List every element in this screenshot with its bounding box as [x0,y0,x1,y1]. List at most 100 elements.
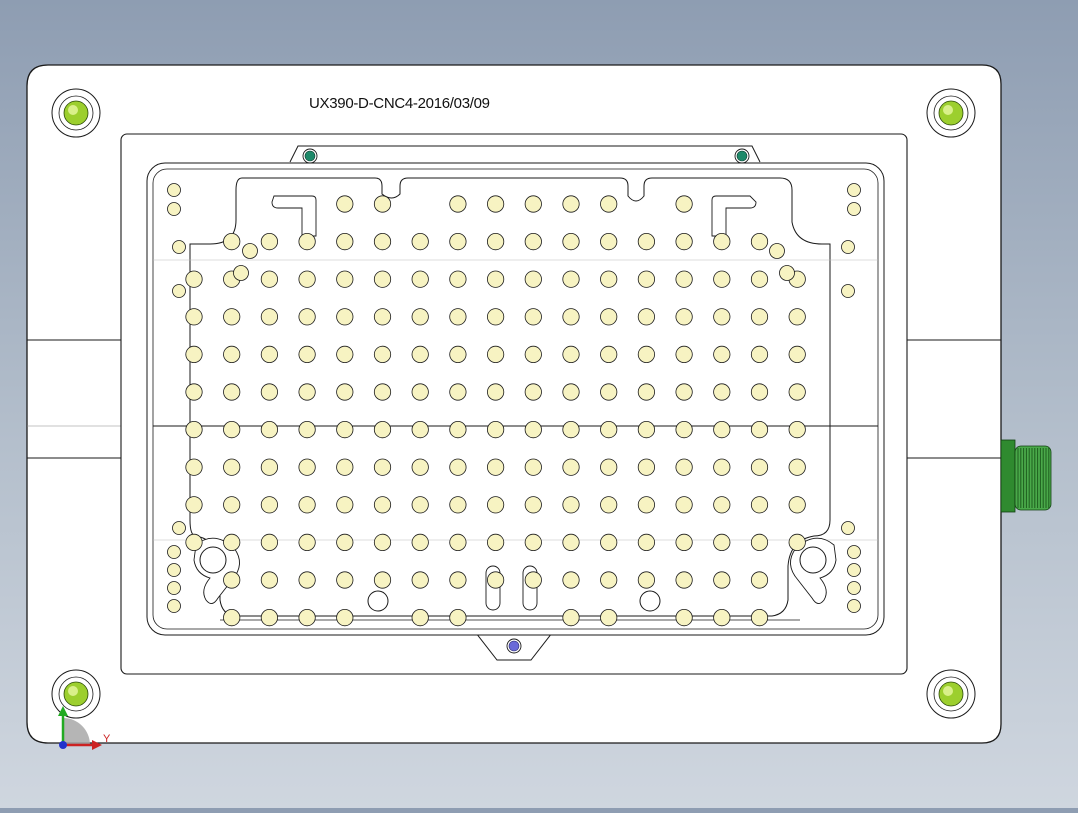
grid-hole [841,284,855,298]
grid-hole [167,581,181,595]
dowel-pin-icon[interactable] [734,148,750,164]
grid-hole [449,345,467,363]
grid-hole [449,308,467,326]
corner-screw-icon[interactable] [51,88,101,138]
grid-hole [185,383,203,401]
grid-hole [298,571,316,589]
open-ring-left [367,590,389,612]
grid-hole [185,308,203,326]
grid-hole [167,545,181,559]
grid-hole [411,458,429,476]
grid-hole [336,270,354,288]
grid-hole [260,308,278,326]
grid-hole [336,496,354,514]
grid-hole [675,571,693,589]
grid-hole [524,496,542,514]
grid-hole [373,571,392,589]
grid-hole [223,308,241,326]
grid-hole [779,265,795,281]
grid-hole [675,308,693,326]
grid-hole [675,195,693,213]
grid-hole [373,345,392,363]
cavity-outline [189,177,831,617]
grid-hole [172,521,186,535]
grid-hole [750,345,769,363]
grid-hole [788,496,806,514]
grid-hole [713,383,731,401]
grid-hole [675,608,693,627]
grid-hole [675,345,693,363]
grid-hole [637,345,656,363]
grid-hole [336,308,354,326]
axis-y-label: Y [103,733,111,745]
locating-pin-icon[interactable] [506,638,522,654]
grid-hole [524,420,542,439]
grid-hole [841,521,855,535]
grid-hole [847,599,861,613]
grid-hole [675,458,693,476]
grid-hole [486,233,505,251]
dowel-pin-icon[interactable] [302,148,318,164]
grid-hole [449,270,467,288]
grid-hole [298,420,316,439]
left-lug-hole [199,546,227,574]
grid-hole [449,533,467,552]
grid-hole [486,383,505,401]
grid-hole [562,308,580,326]
grid-hole [336,608,354,627]
corner-screw-icon[interactable] [926,669,976,719]
grid-hole [336,345,354,363]
grid-hole [185,458,203,476]
grid-hole [637,233,656,251]
grid-hole [167,183,181,197]
grid-hole [713,533,731,552]
grid-hole [562,458,580,476]
grid-hole [260,496,278,514]
grid-hole [600,496,618,514]
top-tab [289,145,761,163]
grid-hole [486,308,505,326]
corner-screw-icon[interactable] [926,88,976,138]
grid-hole [411,308,429,326]
grid-hole [486,533,505,552]
grid-hole [600,345,618,363]
grid-hole [524,383,542,401]
grid-hole [562,571,580,589]
grid-hole [298,608,316,627]
grid-hole [223,458,241,476]
grid-hole [411,571,429,589]
grid-hole [524,195,542,213]
grid-hole [841,240,855,254]
grid-hole [562,270,580,288]
grid-hole [562,383,580,401]
grid-hole [449,195,467,213]
grid-hole [336,233,354,251]
grid-hole [185,533,203,552]
grid-hole [298,383,316,401]
grid-hole [298,496,316,514]
grid-hole [713,571,731,589]
grid-hole [675,533,693,552]
corner-screw-icon[interactable] [51,669,101,719]
grid-hole [373,195,392,213]
grid-hole [336,383,354,401]
grid-hole [788,533,806,552]
grid-hole [298,345,316,363]
grid-hole [411,533,429,552]
grid-hole [298,533,316,552]
grid-hole [600,270,618,288]
grid-hole [562,345,580,363]
grid-hole [524,233,542,251]
grid-hole [750,420,769,439]
grid-hole [336,571,354,589]
grid-hole [223,420,241,439]
grid-hole [185,420,203,439]
grid-hole [298,270,316,288]
thread-connector-icon[interactable] [1000,439,1052,513]
grid-hole [336,195,354,213]
open-ring-right [639,590,661,612]
grid-hole [750,571,769,589]
grid-hole [713,458,731,476]
